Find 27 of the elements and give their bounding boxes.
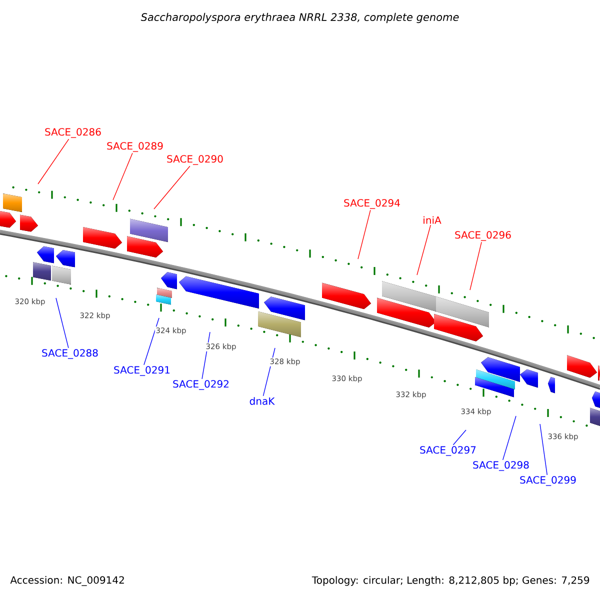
gene-label: SACE_0290 <box>167 155 223 165</box>
accession-text: Accession: NC_009142 <box>10 576 124 586</box>
leader-line <box>416 224 431 276</box>
gene-label: SACE_0298 <box>473 461 529 471</box>
gene-label: SACE_0296 <box>455 231 511 241</box>
gene-label: SACE_0291 <box>114 366 170 376</box>
title: Saccharopolyspora erythraea NRRL 2338, complete genome <box>140 12 459 24</box>
gene-label: SACE_0288 <box>42 349 98 359</box>
gene-label: SACE_0294 <box>344 199 400 209</box>
gene-label: dnaK <box>250 397 275 405</box>
leader-line <box>502 416 516 460</box>
leader-line <box>358 210 371 260</box>
gene-label: SACE_0289 <box>107 142 163 152</box>
gene-label: iniA <box>424 216 442 224</box>
gene-label: SACE_0286 <box>45 128 101 138</box>
gene-label: SACE_0297 <box>420 446 476 456</box>
genome-info-text: Topology: circular; Length: 8,212,805 bp; Genes: 7,259 <box>312 576 590 586</box>
leader-line <box>470 242 482 290</box>
leader-line <box>144 318 160 366</box>
gene-label: SACE_0299 <box>520 476 576 486</box>
leader-line <box>154 166 190 210</box>
leader-line <box>112 152 133 200</box>
leader-line <box>540 424 548 476</box>
leader-line <box>56 298 69 348</box>
leader-line <box>38 138 70 184</box>
gene-label: SACE_0292 <box>173 380 228 390</box>
leader-line <box>452 430 466 446</box>
